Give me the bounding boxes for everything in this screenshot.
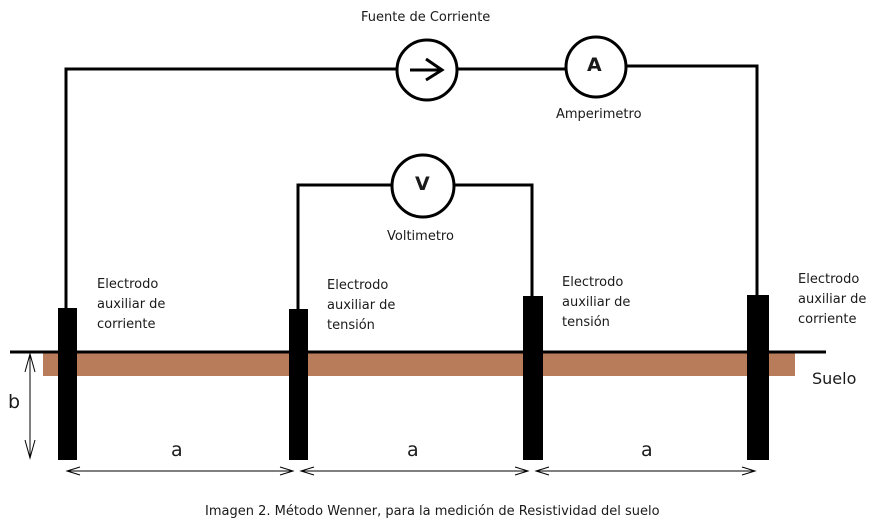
spacing-label-2: a <box>407 439 419 461</box>
ammeter-label: Amperimetro <box>556 107 642 122</box>
current-wire-left <box>64 67 397 308</box>
depth-label: b <box>8 391 21 413</box>
spacing-dimension-arrows <box>65 466 757 476</box>
ammeter-symbol <box>564 35 628 99</box>
voltmeter-symbol <box>390 153 456 219</box>
voltage-wire-right <box>454 183 534 296</box>
spacing-arrow-3 <box>534 466 757 476</box>
electrode-2 <box>289 309 308 460</box>
electrode-3-label: Electrodo auxiliar de tensión <box>562 275 631 330</box>
ammeter-letter: A <box>587 54 602 76</box>
spacing-arrow-1 <box>65 466 295 476</box>
voltmeter-label: Voltimetro <box>387 229 454 244</box>
spacing-label-1: a <box>171 439 183 461</box>
electrode-1-label: Electrodo auxiliar de corriente <box>97 277 166 332</box>
soil-layer <box>43 353 795 376</box>
electrode-2-label: Electrodo auxiliar de tensión <box>327 278 396 333</box>
spacing-label-3: a <box>641 439 653 461</box>
figure-caption: Imagen 2. Método Wenner, para la medició… <box>205 504 660 519</box>
voltmeter-letter: V <box>415 173 430 195</box>
arrow-right-icon <box>410 57 445 82</box>
current-wire-right <box>627 64 759 295</box>
voltage-wire-left <box>296 183 392 309</box>
spacing-arrow-2 <box>299 466 530 476</box>
depth-dimension-arrow <box>24 352 36 460</box>
electrode-1 <box>58 308 77 460</box>
current-source-label: Fuente de Corriente <box>361 10 491 25</box>
electrode-4 <box>747 295 769 460</box>
ground-label: Suelo <box>812 369 857 388</box>
electrode-3 <box>523 296 543 460</box>
current-source-symbol <box>395 38 459 102</box>
electrode-4-label: Electrodo auxiliar de corriente <box>798 272 867 327</box>
